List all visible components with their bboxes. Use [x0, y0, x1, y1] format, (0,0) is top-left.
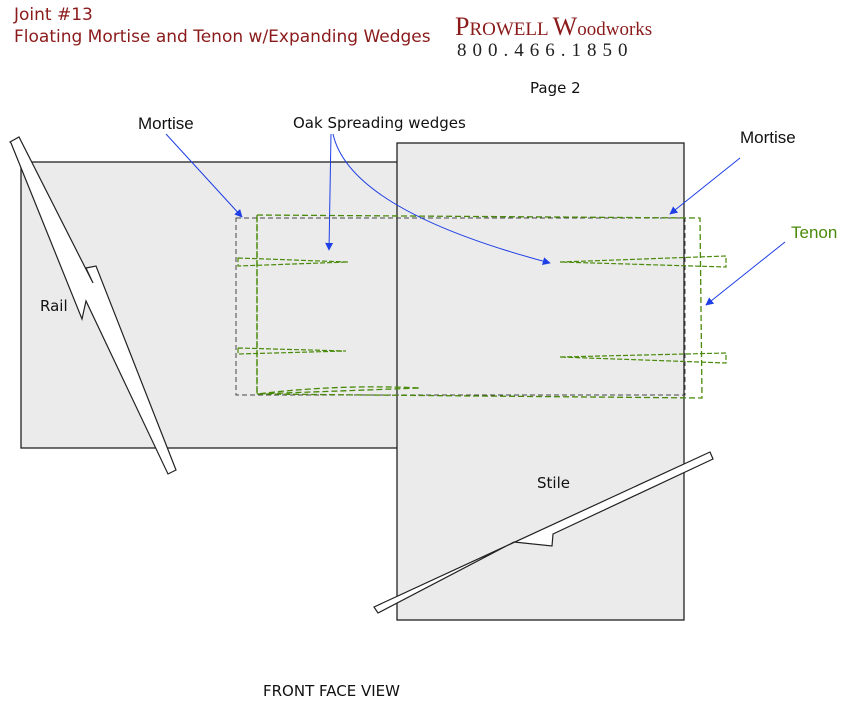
- brand-rest-2: oodworks: [577, 19, 652, 40]
- rail-break-symbol: [9, 136, 177, 475]
- wedge-right-bottom: [559, 352, 727, 364]
- wedge-right-top: [559, 255, 727, 268]
- label-mortise-left: Mortise: [138, 114, 194, 133]
- label-stile: Stile: [537, 474, 570, 492]
- brand-rest-1: ROWELL: [469, 19, 548, 40]
- label-mortise-right: Mortise: [740, 128, 796, 147]
- brand-initial-p: P: [455, 12, 469, 41]
- tenon-outline: [256, 214, 703, 399]
- label-tenon: Tenon: [791, 223, 837, 242]
- arrow-mortise-right: [669, 157, 741, 215]
- label-rail: Rail: [40, 297, 68, 315]
- view-caption: FRONT FACE VIEW: [263, 682, 400, 700]
- label-oak-wedges: Oak Spreading wedges: [293, 114, 466, 132]
- page-number: Page 2: [530, 79, 581, 97]
- wedge-left-bottom: [237, 347, 347, 355]
- joint-title: Floating Mortise and Tenon w/Expanding W…: [14, 27, 431, 47]
- phone-number: 800.466.1850: [457, 40, 634, 61]
- arrow-wedge-left: [325, 133, 334, 251]
- stile-break-symbol: [373, 451, 714, 614]
- joint-number: Joint #13: [13, 5, 93, 25]
- arrow-mortise-left: [165, 133, 243, 218]
- brand-initial-w: W: [553, 12, 578, 41]
- brand-name: PROWELL Woodworks: [455, 12, 652, 41]
- mortise-outline: [235, 217, 686, 396]
- arrow-tenon: [705, 241, 786, 306]
- arrow-wedge-right: [332, 133, 551, 266]
- stile-board: [396, 142, 685, 621]
- wedge-left-top: [237, 257, 349, 267]
